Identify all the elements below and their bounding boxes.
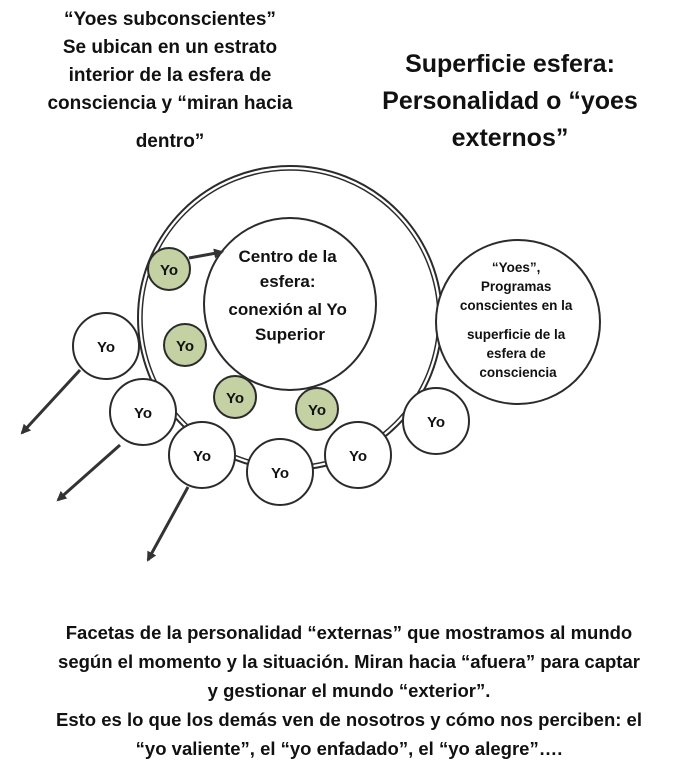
subconscious-yo: Yo [163,323,207,367]
subconscious-yo: Yo [147,247,191,291]
programs-label-line: conscientes en la [460,298,573,313]
subconscious-selves-note: “Yoes subconscientes” Se ubican en un es… [20,6,320,156]
subconscious-note-line: interior de la esfera de [68,65,272,86]
external-yo-label: Yo [193,448,211,465]
inward-arrow [188,248,224,260]
outward-arrow [146,486,190,562]
caption-line: y gestionar el mundo “exterior”. [207,680,491,701]
external-yo-label: Yo [427,414,445,431]
caption-line: Facetas de la personalidad “externas” qu… [65,622,633,643]
caption-line: según el momento y la situación. Miran h… [58,651,640,672]
external-yo: Yo [246,438,314,506]
subconscious-yo-label: Yo [308,402,326,419]
external-yo: Yo [324,421,392,489]
surface-note-line: externos” [451,124,569,152]
center-label-line: Superior [255,325,325,344]
surface-note-line: Superficie esfera: [405,50,615,78]
external-facets-caption: Facetas de la personalidad “externas” qu… [0,618,698,763]
subconscious-yo: Yo [295,387,339,431]
subconscious-note-line: “Yoes subconscientes” [64,9,276,30]
programs-label: “Yoes”, Programas conscientes en la supe… [460,260,576,380]
programs-label-line: “Yoes”, [492,260,541,275]
subconscious-yo-label: Yo [176,338,194,355]
sphere-surface-note: Superficie esfera: Personalidad o “yoes … [350,46,670,157]
subconscious-yo: Yo [213,375,257,419]
external-yo: Yo [402,387,470,455]
sphere-center-circle [203,217,377,391]
external-yo: Yo [72,312,140,380]
external-yo-label: Yo [97,339,115,356]
outward-arrow [56,443,121,502]
programs-label-line: Programas [481,279,552,294]
programs-label-line: esfera de [486,346,546,361]
programs-label-line: superficie de la [467,327,566,342]
center-label-line: conexión al Yo [228,300,346,319]
center-label-line: esfera: [260,272,316,291]
external-yo: Yo [168,421,236,489]
caption-line: “yo valiente”, el “yo enfadado”, el “yo … [135,738,563,759]
subconscious-yo-label: Yo [226,390,244,407]
subconscious-note-line: consciencia y “miran hacia [47,93,293,114]
programs-label-line: consciencia [479,365,557,380]
outward-arrow [20,368,82,435]
external-yo-label: Yo [349,448,367,465]
subconscious-note-line: dentro” [135,131,205,152]
conscious-programs-circle [435,239,601,405]
center-label: Centro de la esfera: conexión al Yo Supe… [228,247,351,344]
center-label-line: Centro de la [239,247,338,266]
subconscious-yo-label: Yo [160,262,178,279]
surface-note-line: Personalidad o “yoes [382,87,638,115]
external-yo-label: Yo [134,405,152,422]
external-yo: Yo [109,378,177,446]
caption-line: Esto es lo que los demás ven de nosotros… [56,709,642,730]
subconscious-note-line: Se ubican en un estrato [62,37,278,58]
external-yo-label: Yo [271,465,289,482]
